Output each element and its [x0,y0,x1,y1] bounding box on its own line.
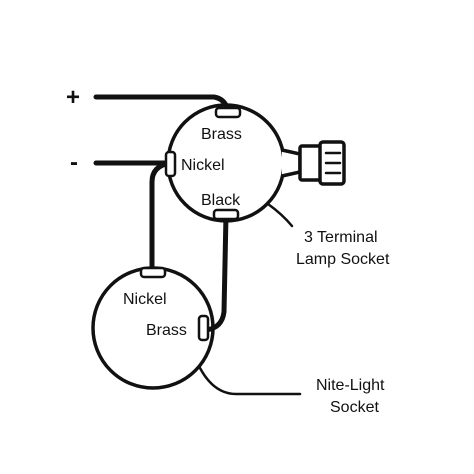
lamp-socket [166,103,346,223]
lamp-black-label: Black [201,192,241,209]
lamp-black-terminal[interactable] [212,208,240,221]
lamp-nickel-label: Nickel [181,157,225,174]
nickel-to-nickel-wire [149,160,173,275]
nite-light-leader [198,366,302,396]
lamp-brass-label: Brass [201,126,242,143]
lamp-brass-terminal[interactable] [214,106,242,119]
nite-nickel-label: Nickel [123,291,167,308]
nite-light-caption-line1: Nite-Light [316,377,385,394]
lamp-socket-leader [266,202,294,228]
lamp-socket-caption-line1: 3 Terminal [304,229,378,246]
nite-nickel-terminal[interactable] [139,266,167,279]
lamp-nickel-terminal[interactable] [164,150,177,178]
nite-brass-terminal[interactable] [197,314,210,342]
nite-light-caption-line2: Socket [330,399,379,416]
negative-sign: - [70,149,78,176]
positive-sign: + [66,84,80,111]
lamp-socket-caption-line2: Lamp Socket [296,251,390,268]
nite-brass-label: Brass [146,322,187,339]
lamp-socket-stem [281,148,302,178]
